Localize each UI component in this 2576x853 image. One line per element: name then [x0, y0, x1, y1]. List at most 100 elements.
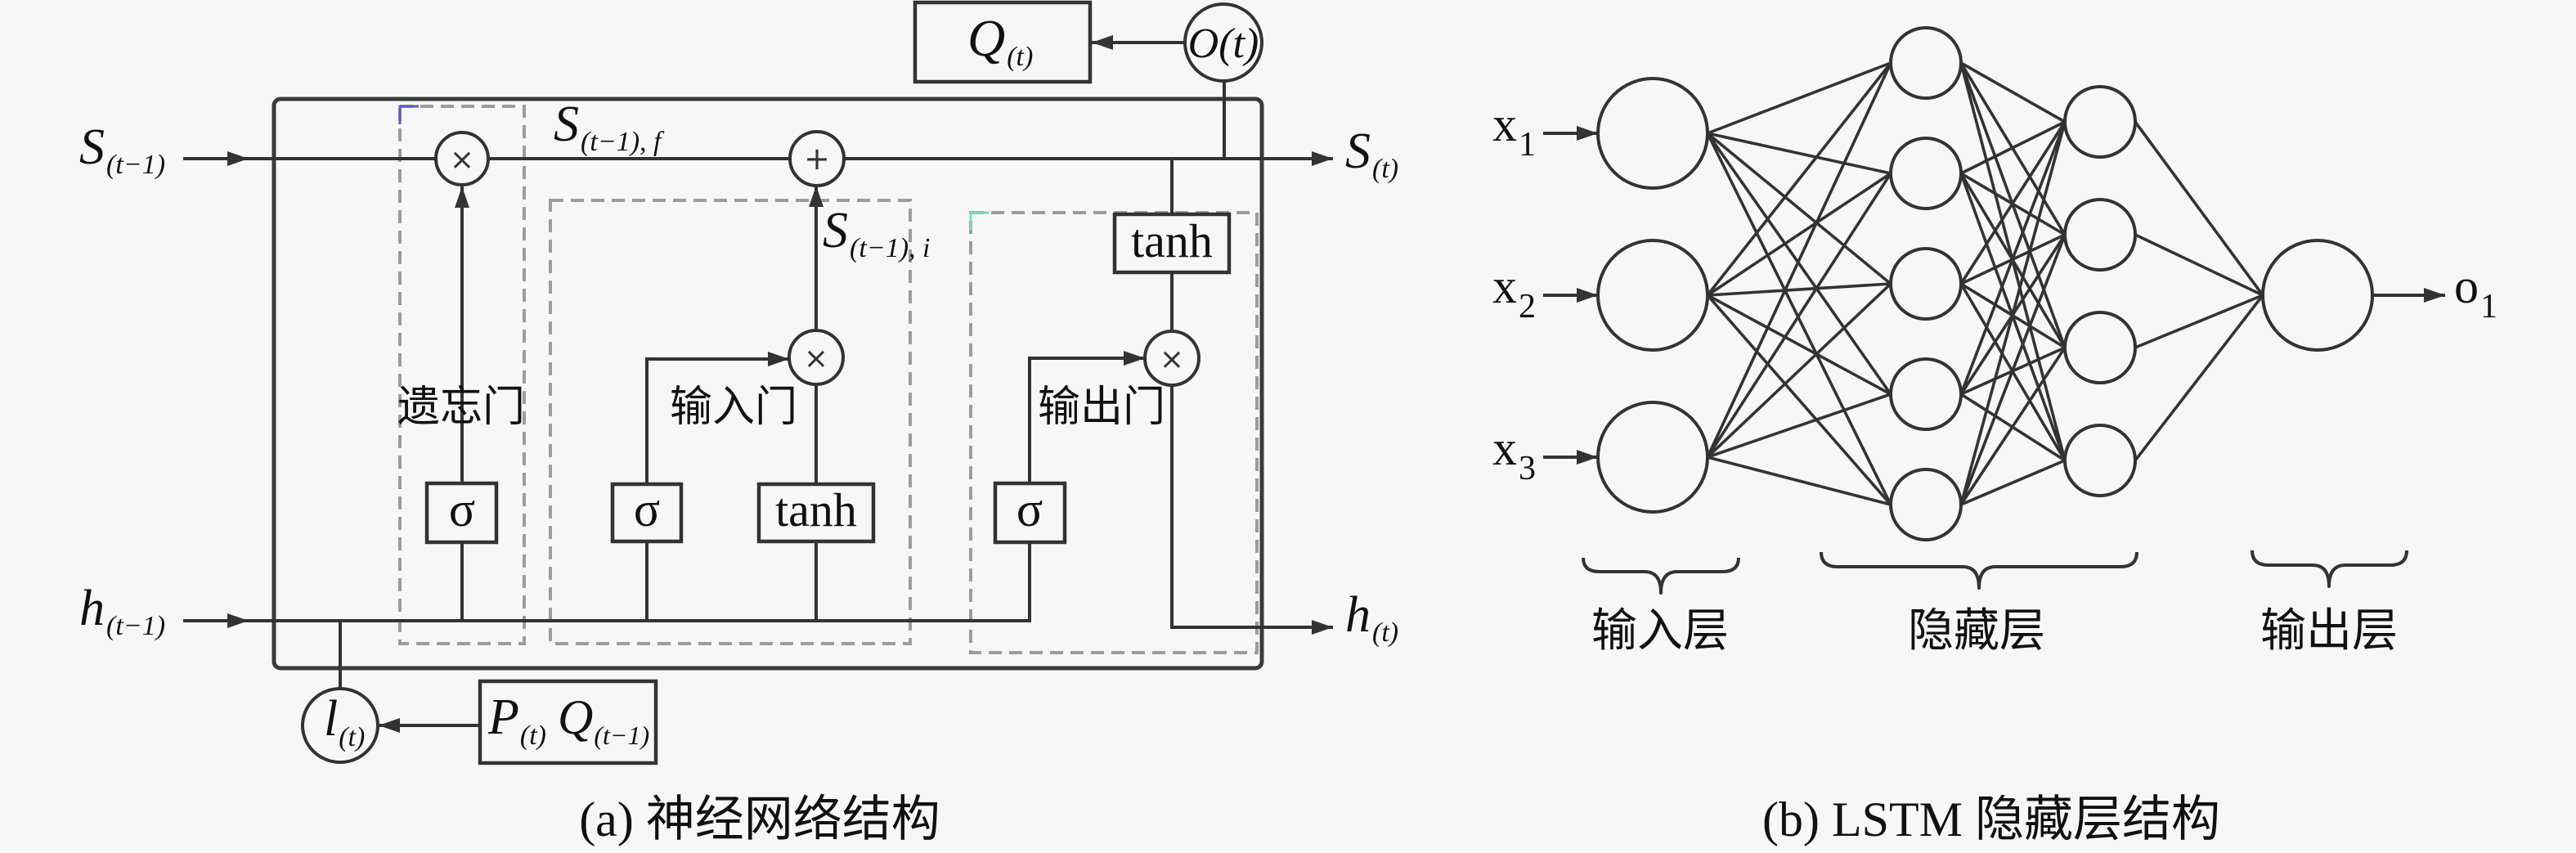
pq-input-box: P(t)Q(t−1) [478, 679, 658, 765]
l-node-ellipse [301, 687, 379, 764]
s-input-label: S(t−1), i [823, 203, 930, 263]
h-out-sub: (t) [1372, 617, 1398, 648]
hidden-layer-label: 隐藏层 [1908, 606, 2045, 657]
s-forget-main: S [554, 97, 579, 152]
input-label-main: x [1492, 421, 1517, 475]
connection-edge [1707, 456, 1892, 506]
input-label-main: x [1492, 97, 1517, 151]
input-node [1596, 77, 1709, 190]
pq-input-frame [478, 679, 658, 765]
output-label-main: o [2454, 259, 2479, 313]
connection-edge [1959, 121, 2067, 285]
input-multiply-circle [788, 329, 845, 386]
output-node [2261, 239, 2374, 352]
s-forget-label: S(t−1), f [554, 97, 665, 157]
connection-edge [1707, 282, 1892, 297]
connection-edge [2134, 233, 2264, 297]
output-label-sub: 1 [2480, 288, 2497, 325]
forget-multiply-node: × [434, 131, 490, 186]
input-multiply-node: × [788, 329, 845, 386]
o-node: O(t) [1183, 2, 1263, 83]
output-sigmoid-frame [993, 481, 1067, 545]
connection-edge [2134, 294, 2264, 462]
s-input-main: S [823, 203, 848, 258]
l-node-label: l(t) [324, 691, 365, 752]
h-prev-label: h(t−1) [79, 581, 165, 641]
add-node: + [788, 130, 846, 187]
add-circle [788, 130, 846, 187]
connection-edge [2134, 294, 2264, 349]
s-out-label: S(t) [1345, 123, 1398, 184]
connection-edge [1706, 173, 1892, 458]
s-out-main: S [1345, 123, 1371, 179]
hidden-prev-arrowhead [227, 613, 249, 628]
tanh-label: tanh [1131, 214, 1213, 267]
connection-edge [1706, 132, 1892, 505]
sigmoid-label: σ [634, 483, 660, 536]
output-sigma-to-multiply-arrow [1028, 351, 1145, 483]
connection-edge [1707, 294, 1892, 396]
h-out-label: h(t) [1345, 587, 1398, 648]
output-tanh-frame [1112, 212, 1232, 275]
input-label-sub: 3 [1519, 450, 1536, 487]
input-sigmoid-box: σ [610, 482, 684, 544]
connection-edge [1707, 132, 1892, 175]
l-sub: (t) [339, 722, 365, 752]
hidden-node [2063, 424, 2137, 497]
hidden-node [1889, 26, 1963, 100]
o-node-circle [1183, 2, 1263, 83]
connection-edge [1706, 294, 1892, 506]
connection-edge [1959, 234, 2067, 505]
q-prev-sub: (t−1) [594, 721, 649, 750]
network-edges [1706, 61, 2264, 506]
input-label-3: x3 [1492, 421, 1536, 487]
output-multiply-circle [1143, 330, 1200, 387]
plus-icon: + [804, 141, 830, 177]
multiply-icon: × [1160, 343, 1184, 376]
input-node [1596, 239, 1709, 352]
connection-edge [1959, 121, 2067, 395]
network-diagram: x1 x2 x3 o1 输入层 隐藏层 输出层 (b) LSTM 隐藏层结构 [1492, 26, 2497, 846]
connection-edge [1706, 62, 1892, 458]
q-output-box: Q(t) [913, 0, 1093, 84]
p-sub: (t) [520, 721, 546, 751]
h-out-main: h [1345, 587, 1371, 643]
caption-a: (a) 神经网络结构 [579, 792, 940, 846]
connection-edge [1706, 132, 1892, 285]
s-prev-main: S [79, 119, 105, 175]
s-out-sub: (t) [1372, 154, 1398, 184]
input-label-sub: 2 [1519, 288, 1536, 325]
multiply-icon: × [450, 143, 474, 177]
sigmoid-label: σ [1016, 483, 1043, 536]
q-prev-main: Q [558, 690, 593, 744]
q-main: Q [967, 9, 1005, 67]
hidden-node [2063, 85, 2137, 159]
output-multiply-node: × [1143, 330, 1200, 387]
input-sigma-to-multiply-arrow [645, 352, 789, 484]
connection-edge [1960, 459, 2066, 506]
o-node-label: O(t) [1188, 20, 1259, 67]
connection-edge [1960, 61, 2066, 123]
connection-edge [1707, 172, 1892, 297]
q-sub: (t) [1007, 42, 1033, 72]
input-label-sub: 1 [1519, 126, 1536, 164]
input-label-2: x2 [1492, 259, 1536, 325]
input-tanh-frame [756, 482, 876, 544]
connection-edge [1959, 347, 2067, 505]
connection-edge [2134, 120, 2264, 297]
input-layer-brace [1582, 557, 1740, 595]
lstm-cell-diagram: × + × × σ σ tanh σ [79, 0, 1398, 846]
hidden-layer-brace [1820, 551, 2138, 590]
output-gate-region [969, 211, 1259, 654]
input-layer-label: 输入层 [1591, 606, 1729, 657]
connection-edge [1706, 61, 1892, 297]
hidden-node [1889, 357, 1963, 431]
tanh-label: tanh [775, 483, 857, 536]
input-label-main: x [1492, 259, 1517, 313]
output-sigmoid-box: σ [993, 481, 1067, 545]
caption-b: (b) LSTM 隐藏层结构 [1762, 792, 2220, 846]
connection-edge [1959, 121, 2067, 505]
output-layer-brace [2251, 550, 2408, 588]
forget-sigmoid-frame [424, 481, 499, 545]
